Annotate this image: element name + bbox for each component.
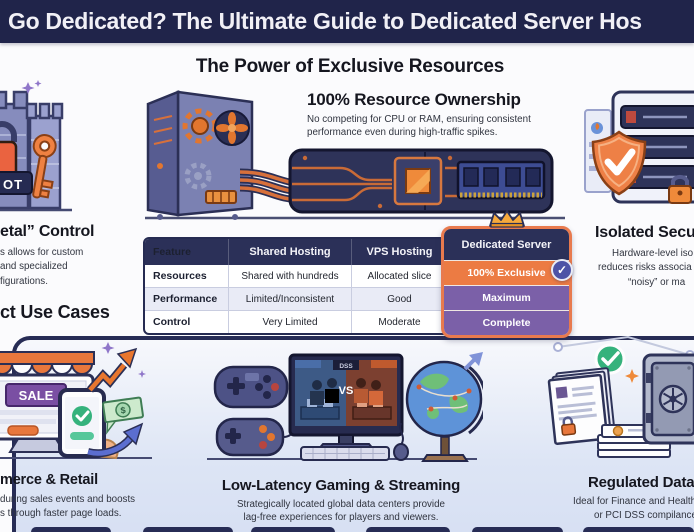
uptrend-arrow-icon [87, 422, 144, 458]
pc-tower [146, 90, 254, 220]
mouse-icon [393, 422, 409, 461]
gaming-line1: Strategically located global data center… [236, 499, 446, 510]
regulated-title: Regulated Data H [588, 474, 694, 491]
isolated-security-line1: Hardware-level iso [612, 248, 694, 259]
globe-icon [405, 352, 483, 462]
regulated-line1: Ideal for Finance and Healthc [573, 496, 694, 507]
padlock-icon [668, 174, 692, 204]
table-cell: Allocated slice [352, 265, 448, 288]
growth-arrow-icon [86, 347, 138, 393]
ecommerce-line2: s through faster page loads. [0, 508, 122, 519]
esports-monitor: DSS VS [288, 353, 404, 452]
awning [0, 351, 95, 365]
sparkle-icon [138, 370, 146, 378]
compliance-documents [547, 367, 616, 446]
sparkle-icon [34, 80, 42, 87]
table-cell: Very Limited [229, 311, 352, 333]
gaming-line2: lag-free experiences for players and vie… [243, 512, 439, 523]
flame-icon [595, 123, 600, 130]
dedicated-cell-control: Complete [444, 310, 569, 335]
gaming-title: Low-Latency Gaming & Streaming [221, 477, 461, 494]
table-row-label: Performance [145, 288, 229, 311]
server-tower-circuit-illustration [145, 90, 565, 220]
stamp-icon [612, 425, 624, 437]
fan-icon [214, 110, 250, 146]
crown-icon [489, 210, 525, 228]
root-banner-label: OT [3, 177, 23, 192]
column-header-feature: Feature [145, 239, 229, 265]
ownership-title: 100% Resource Ownership [307, 90, 521, 109]
column-header-shared: Shared Hosting [229, 239, 352, 265]
vault-safe-icon [642, 353, 694, 445]
gaming-streaming-illustration: DSS VS [207, 352, 483, 462]
dollar-sign: $ [120, 405, 126, 416]
arrow-icon [469, 352, 483, 366]
money-icon: $ [102, 396, 144, 435]
sale-label: SALE [19, 388, 54, 403]
gear-icon [184, 162, 212, 190]
title-banner: Go Dedicated? The Ultimate Guide to Dedi… [0, 0, 694, 43]
ownership-line2: performance even during high-traffic spi… [307, 127, 498, 138]
table-cell: Moderate [352, 311, 448, 333]
bare-metal-heading: etal” Control [0, 223, 95, 240]
table-cell: Shared with hundreds [229, 265, 352, 288]
table-row-label: Resources [145, 265, 229, 288]
bottom-cut-card [366, 527, 450, 532]
use-cases-heading: ct Use Cases [0, 302, 110, 322]
sparkle-icon [21, 82, 35, 94]
bottom-cut-card [143, 527, 233, 532]
bottom-cut-card [31, 527, 111, 532]
check-circle-icon [72, 406, 92, 426]
castle-key-illustration: OT [0, 80, 72, 212]
column-header-dedicated-server: Dedicated Server [444, 229, 569, 260]
table-cell: Good [352, 288, 448, 311]
isolated-security-line3: “noisy” or ma [628, 277, 686, 288]
sparkle-icon [101, 342, 115, 354]
bare-metal-line2: and specialized [0, 261, 68, 272]
isolated-security-illustration [584, 90, 694, 204]
table-cell: Limited/Inconsistent [229, 288, 352, 311]
dedicated-cell-performance: Maximum [444, 285, 569, 310]
buy-button-graphic [7, 425, 39, 436]
key-icon [32, 134, 57, 199]
section-heading-exclusive-resources: The Power of Exclusive Resources [195, 56, 505, 77]
sparkle-icon [625, 369, 639, 383]
bottom-cut-card [251, 527, 335, 532]
keyboard-icon [300, 446, 390, 461]
padlock-shackle [0, 121, 17, 142]
screen-tag: DSS [339, 363, 353, 370]
isolated-security-heading: Isolated Securi [595, 224, 694, 241]
page-title: Go Dedicated? The Ultimate Guide to Dedi… [8, 8, 642, 34]
bare-metal-line1: s allows for custom [0, 247, 84, 258]
regulated-data-illustration [547, 335, 694, 458]
ownership-line1: No competing for CPU or RAM, ensuring co… [307, 114, 531, 125]
bare-metal-line3: figurations. [0, 276, 48, 287]
isolated-security-line2: reduces risks associa [598, 262, 692, 273]
ecommerce-illustration: SALE $ [0, 342, 152, 460]
table-row-label: Control [145, 311, 229, 333]
padlock-icon [0, 140, 18, 182]
smartphone [58, 388, 106, 458]
cpu-chip-icon [393, 156, 443, 206]
bottom-cut-card [583, 527, 694, 532]
ecommerce-title: merce & Retail [0, 472, 98, 488]
column-header-vps: VPS Hosting [352, 239, 448, 265]
check-badge-icon: ✓ [551, 259, 573, 281]
gamepad-icon [213, 365, 289, 409]
gamepad-icon [215, 417, 285, 457]
vs-label: VS [339, 385, 354, 397]
shield-check-icon [591, 130, 647, 196]
check-circle-icon [594, 343, 626, 375]
padlock-icon [561, 423, 577, 436]
dedicated-cell-resources: 100% Exclusive [444, 260, 569, 285]
bottom-cut-card [472, 527, 563, 532]
regulated-line2: or PCI DSS compilance vi [594, 510, 694, 521]
dedicated-server-column-highlight: Dedicated Server 100% Exclusive Maximum … [441, 226, 572, 338]
ecommerce-line1: during sales events and boosts [0, 494, 136, 505]
ram-module-icon [456, 160, 546, 200]
circuit-board [288, 148, 554, 214]
